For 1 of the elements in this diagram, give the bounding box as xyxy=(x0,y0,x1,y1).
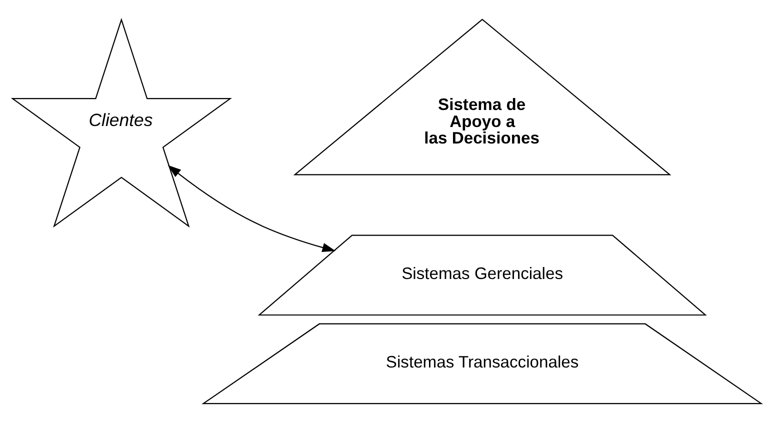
arrow xyxy=(168,164,336,252)
